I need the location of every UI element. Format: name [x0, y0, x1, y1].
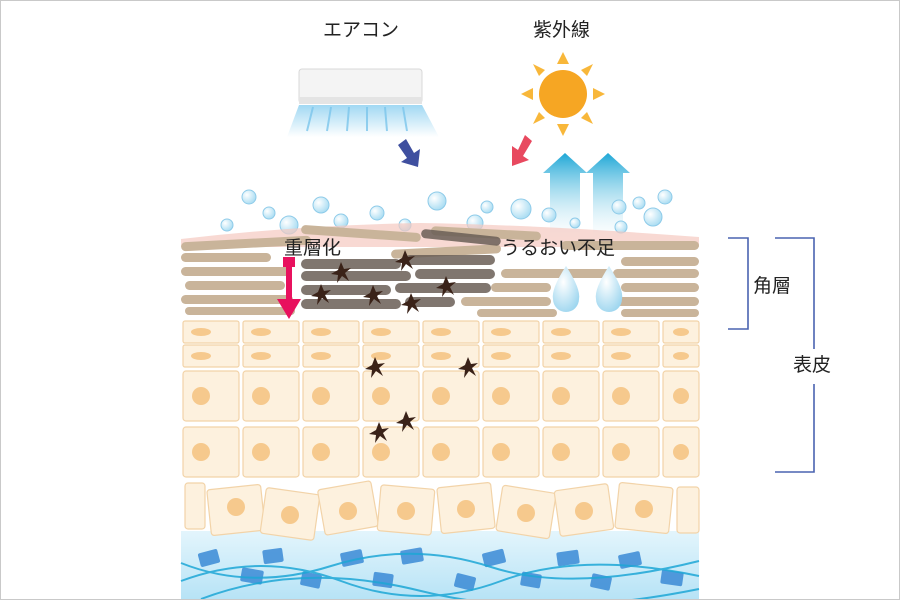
epidermis-bracket	[775, 237, 815, 473]
aircon-label: エアコン	[323, 19, 400, 41]
uv-arrow-icon	[512, 135, 532, 166]
stratum-corneum-flakes	[181, 223, 699, 317]
uv-label: 紫外線	[533, 19, 591, 41]
stratum-corneum-bracket	[728, 237, 749, 330]
cell-nuclei	[191, 328, 689, 524]
epidermis-label: 表皮	[793, 354, 832, 376]
hyperkeratosis-arrow-icon	[277, 257, 301, 319]
sun-icon	[521, 52, 605, 136]
air-conditioner-icon	[287, 68, 439, 137]
dryness-label: うるおい不足	[501, 237, 616, 259]
water-drops-icon	[552, 266, 623, 312]
aircon-arrow-icon	[398, 139, 420, 167]
hyperkeratosis-label: 重層化	[284, 237, 342, 259]
stratum-corneum-label: 角層	[753, 275, 792, 297]
basal-layer	[180, 531, 700, 599]
